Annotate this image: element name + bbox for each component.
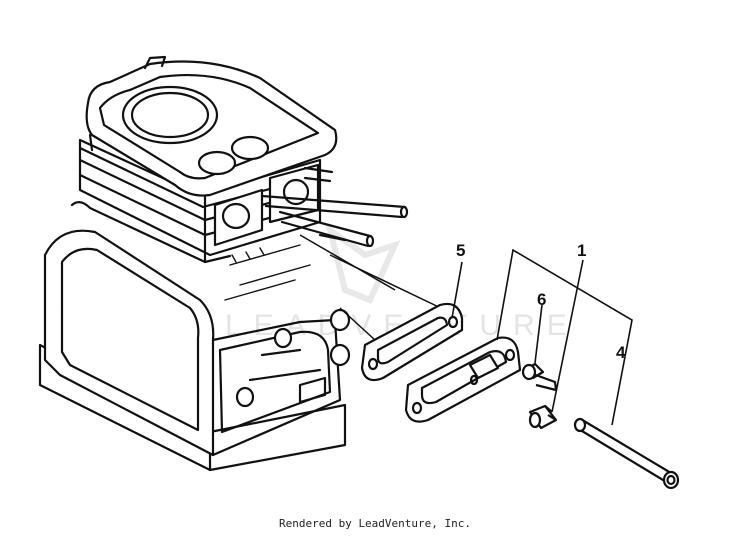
callout-5: 5 bbox=[456, 241, 465, 260]
fitting-part-1 bbox=[528, 404, 558, 430]
render-credit: Rendered by LeadVenture, Inc. bbox=[278, 517, 472, 530]
gasket-part-5 bbox=[360, 302, 464, 382]
tube-part-4 bbox=[573, 417, 680, 490]
flange-part-1 bbox=[404, 336, 522, 423]
callout-1: 1 bbox=[577, 241, 586, 260]
assembly-lines bbox=[299, 234, 446, 341]
callout-4: 4 bbox=[616, 343, 626, 362]
callout-6: 6 bbox=[537, 290, 546, 309]
engine-block bbox=[38, 55, 409, 472]
screw-part-6 bbox=[521, 362, 558, 392]
callout-leaders bbox=[451, 248, 633, 426]
